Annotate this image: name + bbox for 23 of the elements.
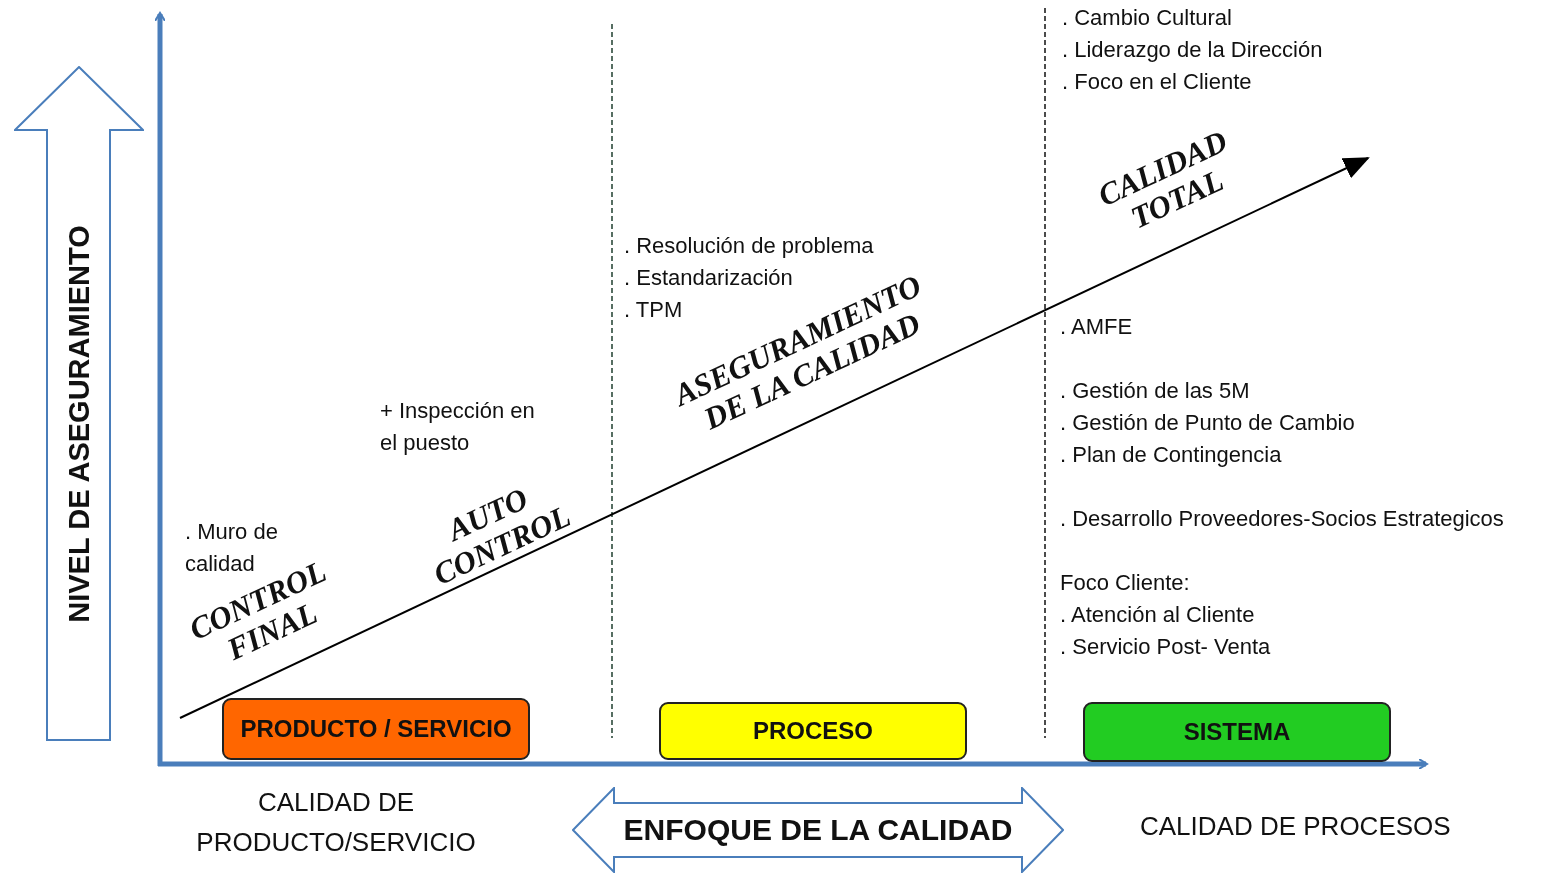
arrow-title: NIVEL DE ASEGURAMIENTO [62,225,96,623]
list-item: . Gestión de Punto de Cambio [1060,409,1355,437]
arrow-title: ENFOQUE DE LA CALIDAD [623,813,1013,847]
list-item: Foco Cliente: [1060,569,1190,597]
list-item: . Plan de Contingencia [1060,441,1282,469]
list-item: . Liderazgo de la Dirección [1062,36,1323,64]
double-arrow-shape [572,787,1064,873]
up-arrow-shape [14,66,144,742]
list-item: . Gestión de las 5M [1060,377,1250,405]
list-item: . AMFE [1060,313,1133,341]
list-item: . Foco en el Cliente [1062,68,1252,96]
category-box: SISTEMA [1083,702,1391,762]
list-item: . Servicio Post- Venta [1060,633,1271,661]
axis-caption: CALIDAD DE PROCESOS [1140,810,1451,843]
list-item: . Desarrollo Proveedores-Socios Estrategicos [1060,505,1504,533]
category-box: PRODUCTO / SERVICIO [222,698,530,760]
category-box: PROCESO [659,702,967,760]
list-item: . Atención al Cliente [1060,601,1255,629]
axis-caption: CALIDAD DE PRODUCTO/SERVICIO [195,786,477,859]
list-item: . TPM [624,297,683,322]
list-item: + Inspección en el puesto [380,397,536,457]
list-item: . Resolución de problema [624,232,874,260]
list-item: . Cambio Cultural [1062,4,1232,32]
